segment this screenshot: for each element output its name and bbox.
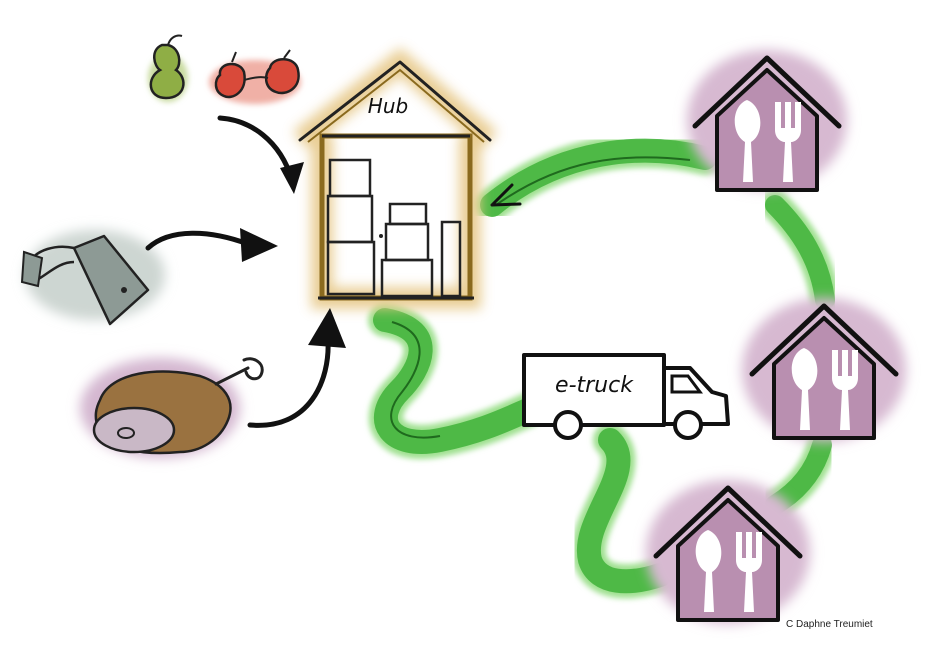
- arrow-watering-can-to-hub: [145, 230, 251, 251]
- pear-icon: [148, 34, 188, 102]
- watering-can-icon: [20, 230, 165, 326]
- apples-icon: [209, 49, 301, 104]
- copyright-credit: C Daphne Treumiet: [786, 619, 873, 630]
- restaurant-icon: [687, 50, 847, 192]
- arrow-produce-to-hub: [217, 115, 295, 183]
- restaurant-icon: [742, 298, 906, 442]
- hub-label: Hub: [368, 94, 408, 118]
- arrow-ham-to-hub: [247, 337, 331, 428]
- e-truck-icon: e-truck: [522, 353, 730, 440]
- ham-icon: [80, 357, 264, 458]
- truck-label: e-truck: [555, 373, 634, 398]
- restaurant-icon: [646, 480, 810, 624]
- hub-house-icon: Hub: [293, 47, 498, 309]
